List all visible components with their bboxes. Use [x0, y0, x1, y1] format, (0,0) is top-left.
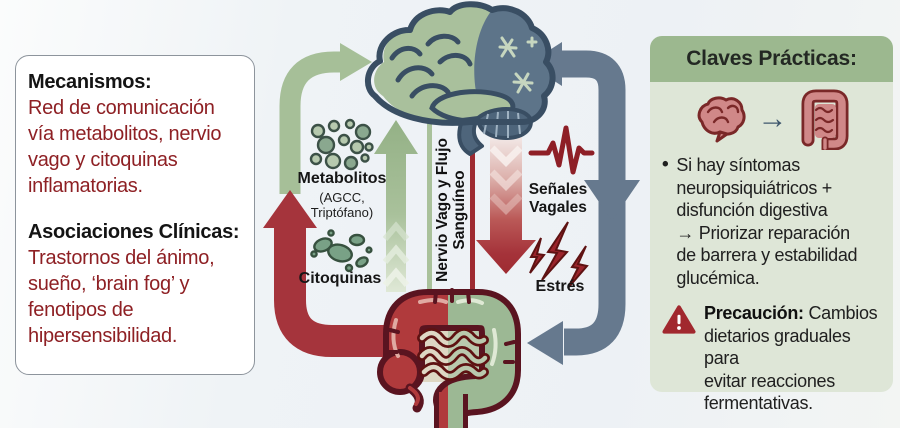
metabolites-sub-line: (AGCC, [319, 190, 365, 205]
precaution-first-line: Precaución: Cambios [704, 302, 883, 325]
vagus-bloodflow-label: Nervio Vago y Flujo Sanguíneo [434, 125, 470, 295]
mini-brain-icon [697, 96, 746, 143]
practical-keys-header: Claves Prácticas: [650, 36, 893, 82]
bullet-line: neuropsiquiátricos + [676, 177, 832, 198]
warning-triangle-icon [662, 305, 696, 334]
mechanisms-line: Red de comunicación [28, 97, 215, 119]
vagus-label-line: Nervio Vago y Flujo [434, 138, 451, 282]
brain-illustration [365, 1, 556, 156]
bullet-text: Si hay síntomas neuropsiquiátricos + dis… [676, 154, 857, 289]
precaution-line: Cambios [808, 303, 878, 323]
bullet-line: de barrera y estabilidad [676, 245, 858, 265]
mechanisms-panel: Mecanismos: Red de comunicación vía meta… [15, 55, 255, 375]
metabolites-sublabel: (AGCC, Triptófano) [287, 190, 397, 220]
bullet-line: Si hay síntomas [676, 155, 800, 175]
metabolites-sub-line: Triptófano) [310, 205, 374, 220]
blood-red-line [470, 150, 475, 295]
mechanisms-line: vago y citoquinas [28, 149, 178, 171]
vagal-signals-line: Vagales [529, 199, 587, 216]
mechanisms-line: vía metabolitos, nervio [28, 123, 222, 145]
vagal-signals-line: Señales [528, 181, 588, 198]
cytokines-blobs-icon [310, 229, 373, 273]
bullet-line: → Priorizar reparación [676, 222, 850, 243]
blood-down-arrow [476, 136, 536, 274]
associations-line: Trastornos del ánimo, [28, 247, 215, 269]
bullet-dot-icon: • [662, 154, 669, 175]
practical-keys-title: Claves Prácticas: [686, 47, 857, 70]
associations-line: fenotipos de [28, 299, 134, 321]
brain-to-gut-icon-row: → [662, 88, 883, 150]
vagus-up-arrow [374, 120, 418, 292]
associations-line: hipersensibilidad. [28, 325, 178, 347]
cytokines-label: Citoquinas [298, 270, 382, 287]
precaution-note: Precaución: Cambios dietarios graduales … [662, 302, 883, 415]
stress-label: Estrés [535, 278, 585, 295]
precaution-line: dietarios graduales para [704, 325, 851, 369]
precaution-text: Precaución: Cambios dietarios graduales … [704, 302, 883, 415]
ecg-signal-icon [528, 125, 595, 175]
practical-keys-bullet: • Si hay síntomas neuropsiquiátricos + d… [662, 154, 883, 289]
gut-illustration [377, 288, 521, 428]
metabolites-circles-icon [309, 118, 374, 171]
bullet-line: disfunción digestiva [676, 200, 828, 220]
bullet-line: glucémica. [676, 267, 760, 288]
red-cycle-arrow [263, 190, 392, 357]
mechanisms-title: Mecanismos: [28, 71, 152, 93]
precaution-line: evitar reacciones [704, 370, 835, 391]
practical-keys-panel: Claves Prácticas: → [650, 36, 893, 413]
associations-title: Asociaciones Clínicas: [28, 221, 240, 243]
lightning-bolts-icon [529, 221, 589, 289]
associations-body: Trastornos del ánimo, sueño, ‘brain fog’… [28, 245, 242, 349]
mini-gut-icon [801, 89, 848, 150]
green-cycle-arrow [279, 43, 372, 194]
practical-keys-body: → • Si hay síntomas neuropsiquiátricos +… [650, 82, 893, 425]
vagus-green-line [427, 120, 432, 293]
precaution-title: Precaución: [704, 303, 804, 323]
mechanisms-line: inflamatorias. [28, 175, 143, 197]
metabolites-label: Metabolitos [297, 170, 387, 187]
mechanisms-body: Red de comunicación vía metabolitos, ner… [28, 95, 242, 199]
brain-to-gut-arrow-icon: → [757, 102, 788, 135]
precaution-line: fermentativas. [704, 393, 813, 413]
vagus-label-line: Sanguíneo [451, 170, 468, 250]
vagal-signals-label: Señales Vagales [518, 181, 598, 217]
associations-line: sueño, ‘brain fog’ y [28, 273, 190, 295]
